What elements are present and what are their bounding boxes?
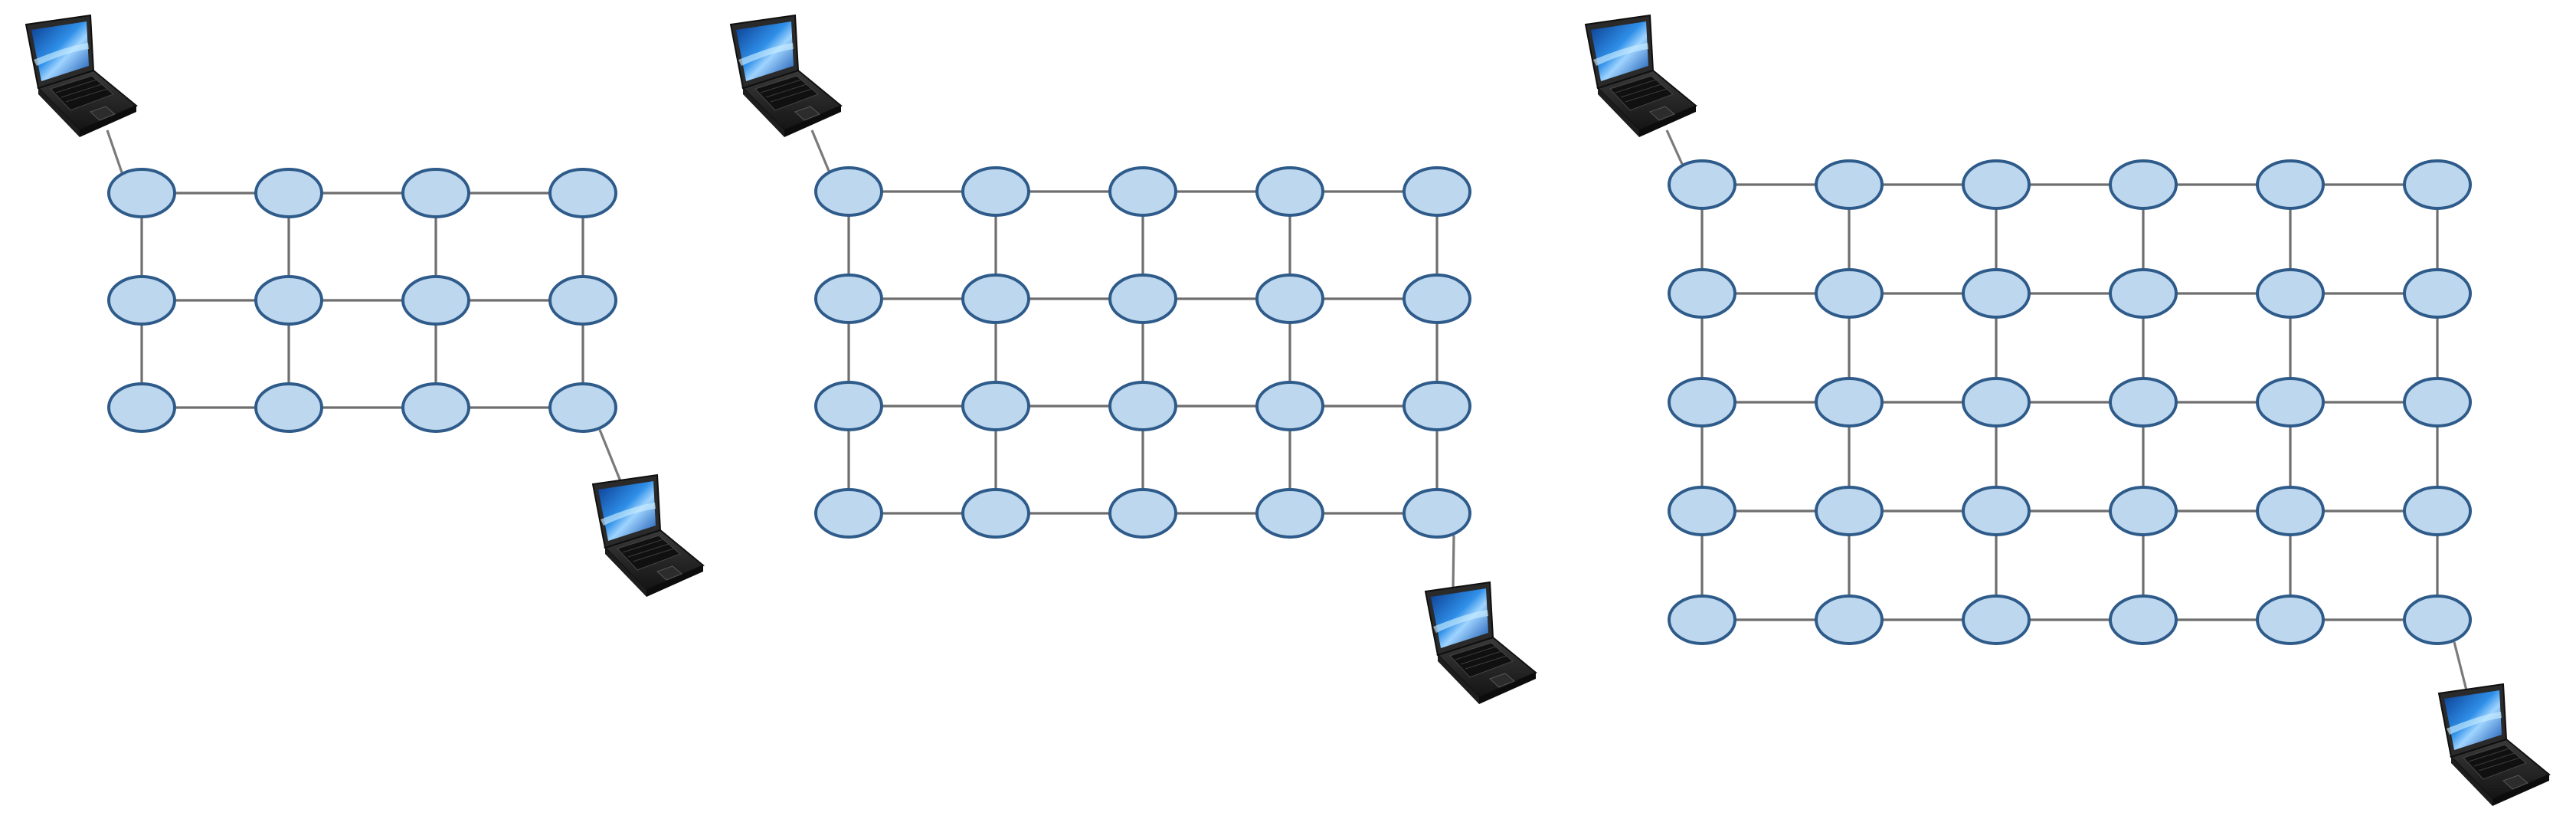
mesh-network-2	[730, 15, 1537, 705]
network-node	[2403, 595, 2472, 645]
network-node	[1962, 268, 2031, 319]
network-node	[548, 382, 617, 433]
network-node	[2109, 595, 2178, 645]
laptop-link-start	[810, 129, 830, 172]
network-node	[254, 382, 323, 433]
network-node	[401, 382, 470, 433]
laptop-link-start	[106, 129, 123, 173]
network-node	[2109, 268, 2178, 319]
network-node	[1108, 488, 1177, 539]
network-node	[2403, 486, 2472, 536]
laptop-link-end	[1452, 535, 1455, 589]
network-node	[1668, 159, 1736, 210]
network-node	[1403, 381, 1471, 431]
network-node	[2403, 377, 2472, 428]
network-node	[548, 168, 617, 218]
mesh-network-1	[25, 15, 704, 598]
network-node	[2109, 159, 2178, 210]
laptop-link-end	[598, 429, 622, 482]
network-node	[1668, 377, 1736, 428]
network-node	[814, 274, 883, 324]
network-node	[2256, 486, 2325, 536]
network-node	[1668, 268, 1736, 319]
network-node	[1962, 159, 2031, 210]
network-node	[1403, 274, 1471, 324]
network-node	[107, 168, 176, 218]
network-node	[2256, 159, 2325, 210]
network-node	[1108, 381, 1177, 431]
laptop-icon	[1425, 581, 1537, 705]
network-node	[1403, 488, 1471, 539]
network-node	[1403, 166, 1471, 217]
network-node	[1815, 268, 1884, 319]
mesh-network-3	[1585, 15, 2550, 807]
network-node	[1815, 486, 1884, 536]
network-node	[254, 275, 323, 326]
network-node	[401, 168, 470, 218]
network-node	[1962, 595, 2031, 645]
network-node	[1255, 274, 1324, 324]
network-node	[814, 166, 883, 217]
laptop-icon	[25, 15, 137, 138]
network-node	[2403, 268, 2472, 319]
network-node	[2109, 377, 2178, 428]
network-node	[1815, 377, 1884, 428]
network-node	[1255, 488, 1324, 539]
network-node	[107, 382, 176, 433]
network-node	[254, 168, 323, 218]
network-node	[1962, 486, 2031, 536]
network-node	[814, 381, 883, 431]
network-node	[548, 275, 617, 326]
network-node	[961, 381, 1030, 431]
laptop-icon	[730, 15, 842, 138]
network-node	[1108, 166, 1177, 217]
network-node	[107, 275, 176, 326]
network-node	[2256, 268, 2325, 319]
network-node	[2256, 595, 2325, 645]
network-node	[401, 275, 470, 326]
network-node	[814, 488, 883, 539]
network-node	[1255, 381, 1324, 431]
network-node	[1668, 486, 1736, 536]
laptop-icon	[2438, 683, 2550, 807]
network-node	[961, 488, 1030, 539]
laptop-icon	[592, 474, 704, 598]
network-node	[2109, 486, 2178, 536]
network-node	[1668, 595, 1736, 645]
network-node	[961, 274, 1030, 324]
network-node	[2403, 159, 2472, 210]
network-node	[1255, 166, 1324, 217]
laptop-icon	[1585, 15, 1697, 138]
network-node	[1962, 377, 2031, 428]
network-node	[1108, 274, 1177, 324]
network-node	[1815, 159, 1884, 210]
network-node	[2256, 377, 2325, 428]
laptop-link-start	[1665, 129, 1684, 165]
laptop-link-end	[2453, 641, 2468, 691]
network-node	[1815, 595, 1884, 645]
network-node	[961, 166, 1030, 217]
